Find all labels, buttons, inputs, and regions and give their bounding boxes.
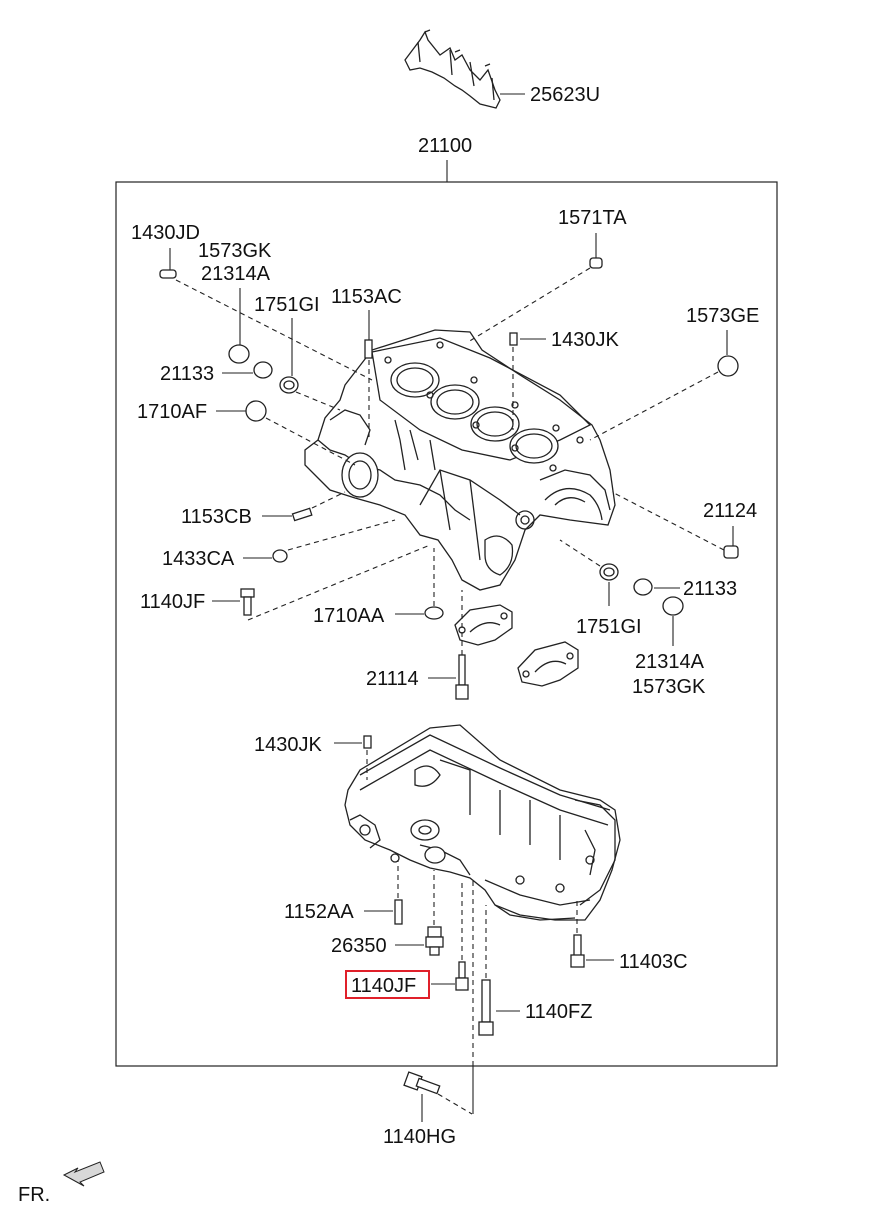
label-21124: 21124 [703, 500, 757, 522]
label-1430JK-top: 1430JK [551, 329, 619, 351]
bolt-1140JF-highlight [455, 961, 469, 991]
pin-1430JK-top [509, 332, 518, 346]
bolt-1140HG [403, 1071, 441, 1095]
bolt-1140FZ [478, 979, 494, 1036]
seal-1751GI-top [279, 376, 299, 394]
label-1140JF-highlight[interactable]: 1140JF [351, 975, 416, 997]
plug-1573GE [717, 355, 739, 377]
label-1573GK-top: 1573GK [198, 240, 272, 262]
oring-1710AF [245, 400, 267, 422]
highlight-box-1140JF [345, 970, 430, 999]
label-1153CB: 1153CB [181, 506, 252, 528]
label-21114: 21114 [366, 668, 419, 690]
label-1430JD: 1430JD [131, 222, 200, 244]
seal-1751GI-bottom [599, 563, 619, 581]
label-21133-right: 21133 [683, 578, 737, 600]
oil-pressure-switch-26350 [425, 926, 444, 956]
pin-1430JK-bottom [363, 735, 372, 749]
label-21133-left: 21133 [160, 363, 214, 385]
label-1571TA: 1571TA [558, 207, 627, 229]
label-21314A-bottom: 21314A [635, 651, 705, 673]
plug-21133-left [253, 361, 273, 379]
bolt-1153AC [364, 339, 373, 359]
label-1751GI-top: 1751GI [254, 294, 320, 316]
bolt-1140JF-top [240, 588, 255, 616]
assembly-frame [115, 181, 778, 1067]
bearing-cap-rear [517, 641, 579, 687]
label-11403C: 11403C [619, 951, 688, 973]
label-21100: 21100 [418, 135, 472, 157]
plug-21124 [723, 545, 739, 559]
plug-21314A-top [228, 344, 250, 364]
bolt-21114 [455, 654, 469, 700]
bolt-1153CB [291, 507, 313, 522]
gasket-25623U-drawing [404, 29, 501, 109]
label-1153AC: 1153AC [331, 286, 402, 308]
lower-crankcase-drawing [344, 724, 621, 921]
label-21314A-top: 21314A [201, 263, 271, 285]
label-front: FR. [18, 1184, 50, 1206]
oring-1710AA [424, 606, 444, 620]
label-1433CA: 1433CA [162, 548, 235, 570]
plug-21314A-bottom [662, 596, 684, 616]
cylinder-block-drawing [304, 329, 616, 591]
label-1710AF: 1710AF [137, 401, 207, 423]
label-1710AA: 1710AA [313, 605, 385, 627]
label-1140JF-top: 1140JF [140, 591, 205, 613]
stud-1152AA [394, 899, 403, 925]
label-26350: 26350 [331, 935, 387, 957]
plug-1433CA [272, 549, 288, 563]
bolt-11403C [570, 934, 585, 968]
label-1573GE: 1573GE [686, 305, 759, 327]
label-1430JK-bottom: 1430JK [254, 734, 322, 756]
label-1152AA: 1152AA [284, 901, 354, 923]
label-25623U: 25623U [530, 84, 600, 106]
dowel-1571TA [589, 257, 603, 269]
label-1140HG: 1140HG [383, 1126, 456, 1148]
label-1751GI-bottom: 1751GI [576, 616, 642, 638]
label-1573GK-bottom: 1573GK [632, 676, 706, 698]
plug-21133-right [633, 578, 653, 596]
guide-1430JD [175, 279, 373, 381]
pin-1430JD [159, 269, 177, 279]
front-direction-arrow-icon [62, 1161, 105, 1187]
label-1140FZ: 1140FZ [525, 1001, 592, 1023]
bearing-cap-front [454, 604, 513, 646]
